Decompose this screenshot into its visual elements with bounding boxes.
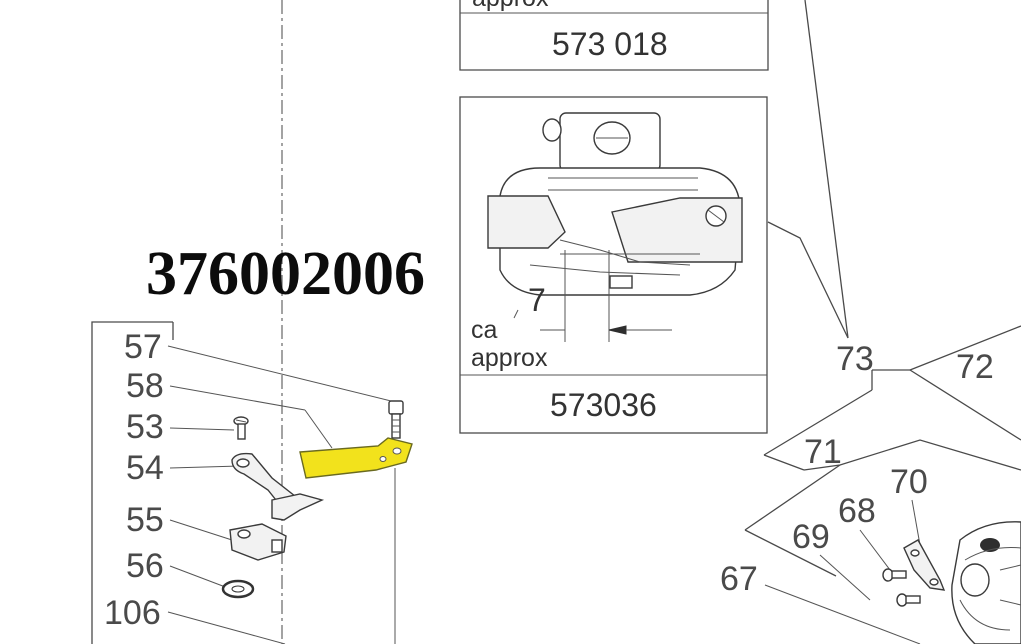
knife-58-highlighted (299, 437, 413, 479)
callout-58: 58 (126, 367, 164, 405)
blade-holder-54 (231, 452, 325, 521)
top-variant-box: approx 573 018 (459, 0, 769, 71)
callout-71: 71 (804, 433, 842, 471)
top-box-code: 573 018 (552, 26, 668, 62)
detail-cutter-illustration (487, 112, 743, 342)
callout-54: 54 (126, 449, 164, 487)
callout-67: 67 (720, 560, 758, 598)
washer-56 (221, 579, 255, 599)
callout-55: 55 (126, 501, 164, 539)
detail-dimension-value: 7 (528, 282, 546, 318)
left-leader-lines (167, 345, 396, 644)
callout-72: 72 (956, 348, 994, 386)
left-callout-bracket (91, 321, 173, 644)
callout-73: 73 (836, 340, 874, 378)
bracket-70 (903, 539, 946, 591)
right-leader-lines (744, 325, 1021, 644)
screw-53 (233, 416, 249, 440)
detail-ca-label: ca (471, 316, 498, 344)
screw-57 (388, 400, 404, 439)
knife-hole (392, 447, 402, 455)
screw-69 (896, 593, 921, 607)
callout-56: 56 (126, 547, 164, 585)
detail-variant-box: 7 ca approx 573036 (459, 96, 768, 434)
bobbin-case (951, 521, 1021, 644)
callout-57: 57 (124, 328, 162, 366)
part-number: 376002006 (146, 240, 425, 308)
detail-approx-label: approx (471, 344, 548, 372)
callout-70: 70 (890, 463, 928, 501)
leader-top-to-73 (804, 0, 849, 339)
screw-68 (882, 568, 907, 582)
callout-69: 69 (792, 518, 830, 556)
callout-53: 53 (126, 408, 164, 446)
top-box-approx-label: approx (472, 0, 549, 12)
callout-106: 106 (104, 594, 161, 632)
leader-detail-to-73 (767, 221, 849, 339)
callout-68: 68 (838, 492, 876, 530)
support-55 (229, 523, 287, 561)
detail-box-code: 573036 (550, 387, 657, 423)
